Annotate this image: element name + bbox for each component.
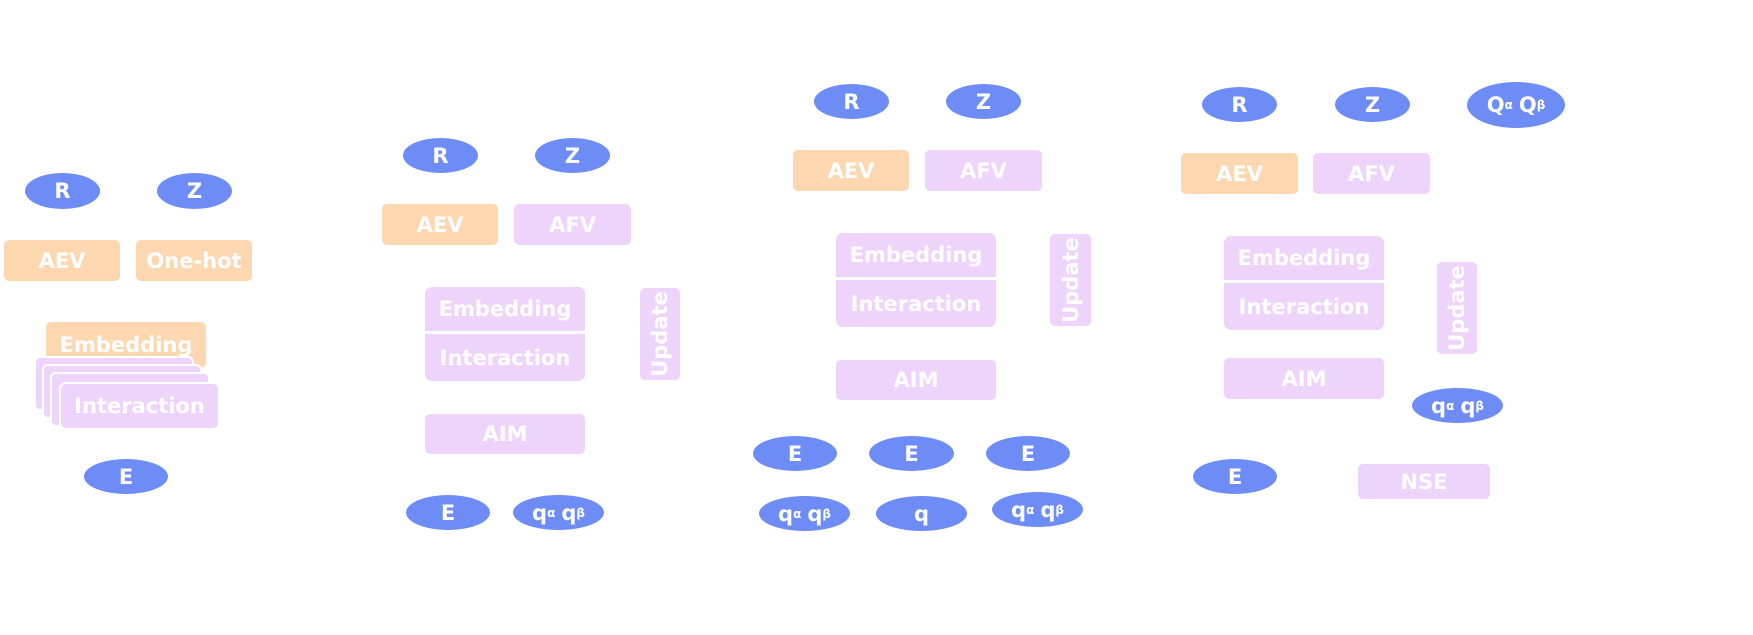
p4-aev-block: AEV xyxy=(1181,153,1298,194)
p1-one-hot-block: One-hot xyxy=(136,240,252,281)
p2-e-output: E xyxy=(406,495,490,530)
p2-aev-block: AEV xyxy=(382,204,498,245)
p3-e-output-3: E xyxy=(986,436,1070,471)
p4-z-input: Z xyxy=(1335,87,1410,122)
p2-afv-block: AFV xyxy=(514,204,631,245)
p3-embedding-interaction-block: Embedding Interaction xyxy=(836,233,996,327)
p2-interaction-label: Interaction xyxy=(439,345,571,370)
p4-interaction-label: Interaction xyxy=(1238,294,1370,319)
p1-aev-block: AEV xyxy=(4,240,120,281)
p1-r-input: R xyxy=(25,173,100,209)
p4-r-input: R xyxy=(1202,87,1277,122)
p2-r-input: R xyxy=(403,138,478,173)
p1-e-output: E xyxy=(84,459,168,494)
p2-embedding-interaction-block: Embedding Interaction xyxy=(425,287,585,381)
p4-update-block: Update xyxy=(1437,262,1477,354)
p3-aev-block: AEV xyxy=(793,150,909,191)
p3-afv-block: AFV xyxy=(925,150,1042,191)
p2-update-block: Update xyxy=(640,288,680,380)
p3-update-block: Update xyxy=(1050,234,1091,326)
p1-interaction-block: Interaction xyxy=(59,382,220,430)
p4-aim-block: AIM xyxy=(1224,358,1384,399)
p2-embedding-label: Embedding xyxy=(425,287,585,334)
p4-nse-block: NSE xyxy=(1358,464,1490,499)
p3-embedding-label: Embedding xyxy=(836,233,996,280)
p3-interaction-label: Interaction xyxy=(850,291,982,316)
p4-e-output: E xyxy=(1193,459,1277,494)
p1-z-input: Z xyxy=(157,173,232,209)
p3-aim-block: AIM xyxy=(836,360,996,400)
p3-e-output-1: E xyxy=(753,436,837,471)
p4-embedding-interaction-block: Embedding Interaction xyxy=(1224,236,1384,330)
p4-embedding-label: Embedding xyxy=(1224,236,1384,283)
p3-r-input: R xyxy=(814,84,889,119)
p4-afv-block: AFV xyxy=(1313,153,1430,194)
p2-z-input: Z xyxy=(535,138,610,173)
p3-e-output-2: E xyxy=(869,436,954,471)
p3-z-input: Z xyxy=(946,84,1021,119)
p2-aim-block: AIM xyxy=(425,414,585,454)
p3-charge-output: q xyxy=(876,496,967,531)
